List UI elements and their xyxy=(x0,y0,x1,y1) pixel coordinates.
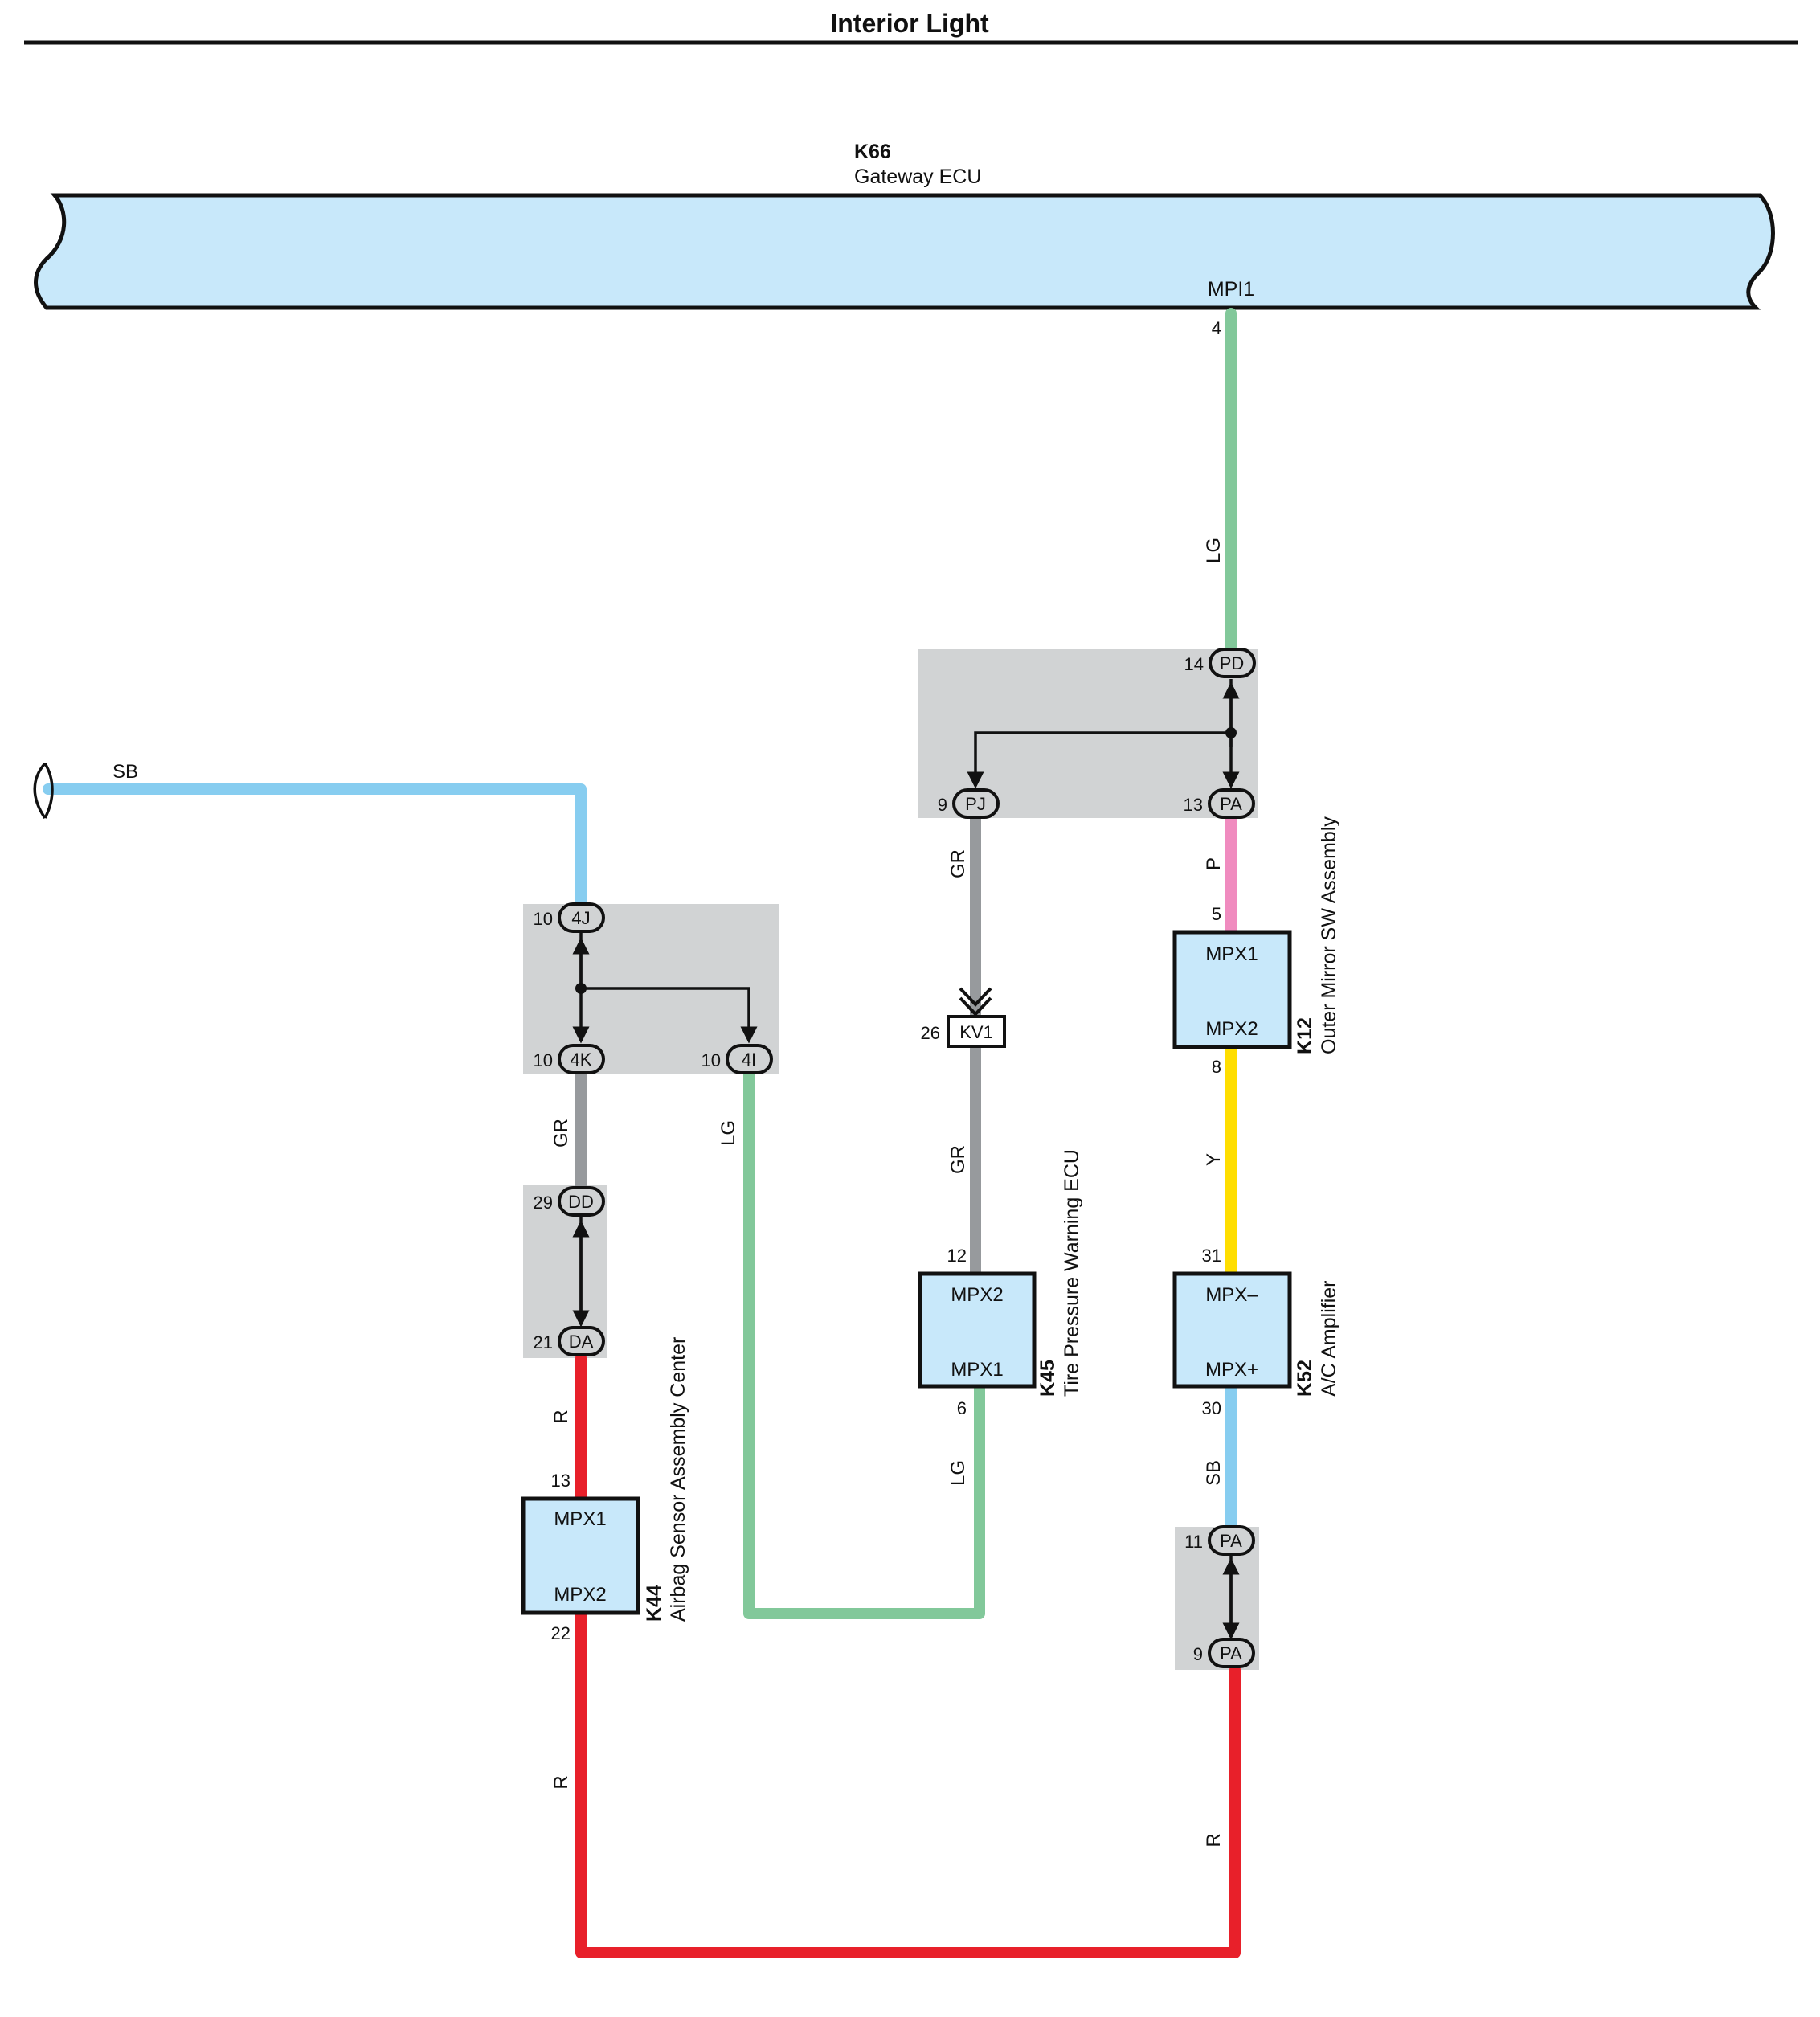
svg-text:Outer Mirror SW Assembly: Outer Mirror SW Assembly xyxy=(1318,816,1340,1054)
wire-label-sb-left: SB xyxy=(112,761,138,783)
connector-4j: 4J 10 xyxy=(534,902,605,933)
svg-text:MPX1: MPX1 xyxy=(1205,943,1258,965)
module-k12: MPX1 MPX2 5 8 K12 Outer Mirror SW Assemb… xyxy=(1172,816,1340,1077)
wire-r-bottom-loop xyxy=(575,1608,1241,1958)
connector-pa-13: PA 13 xyxy=(1184,788,1255,819)
svg-text:DD: DD xyxy=(568,1192,594,1212)
gateway-pin: 4 xyxy=(1212,318,1221,338)
wire-label-gr-pj: GR xyxy=(947,849,969,878)
wire-label-lg-k45: LG xyxy=(947,1460,969,1486)
svg-text:PJ: PJ xyxy=(965,794,986,814)
svg-text:MPX2: MPX2 xyxy=(951,1284,1003,1306)
wire-label-gr-4k: GR xyxy=(550,1119,572,1148)
svg-text:8: 8 xyxy=(1212,1057,1221,1077)
wire-label-r-right: R xyxy=(1203,1833,1225,1847)
connector-4k: 4K 10 xyxy=(534,1044,605,1074)
svg-text:30: 30 xyxy=(1202,1398,1221,1418)
svg-text:KV1: KV1 xyxy=(959,1022,993,1042)
module-k45: MPX2 MPX1 12 6 K45 Tire Pressure Warning… xyxy=(918,1149,1083,1418)
svg-text:9: 9 xyxy=(1193,1644,1203,1664)
connector-da: DA 21 xyxy=(534,1326,605,1356)
svg-text:4K: 4K xyxy=(571,1049,592,1070)
svg-text:PA: PA xyxy=(1220,1531,1242,1551)
svg-text:9: 9 xyxy=(938,795,947,815)
connector-4i: 4I 10 xyxy=(701,1044,773,1074)
svg-text:10: 10 xyxy=(534,1050,553,1070)
svg-text:11: 11 xyxy=(1184,1532,1203,1552)
svg-text:MPX1: MPX1 xyxy=(554,1508,606,1530)
connector-pd: PD 14 xyxy=(1184,648,1256,678)
connector-pa-11: PA 11 xyxy=(1184,1525,1255,1556)
svg-text:MPX–: MPX– xyxy=(1205,1284,1258,1306)
svg-text:PA: PA xyxy=(1220,1643,1242,1663)
svg-text:MPX+: MPX+ xyxy=(1205,1359,1258,1381)
gateway-ecu: K66 Gateway ECU MPI1 xyxy=(34,141,1775,310)
svg-text:4J: 4J xyxy=(571,908,590,928)
svg-text:22: 22 xyxy=(551,1623,571,1643)
svg-text:Airbag Sensor Assembly Center: Airbag Sensor Assembly Center xyxy=(667,1337,689,1622)
svg-text:13: 13 xyxy=(551,1471,571,1491)
svg-text:PA: PA xyxy=(1220,794,1242,814)
svg-text:K52: K52 xyxy=(1294,1360,1316,1397)
page-title: Interior Light xyxy=(830,9,989,38)
svg-text:6: 6 xyxy=(957,1398,967,1418)
svg-text:29: 29 xyxy=(534,1193,553,1213)
svg-text:MPX2: MPX2 xyxy=(554,1584,606,1606)
wire-label-p: P xyxy=(1203,857,1225,870)
wire-label-r-k44: R xyxy=(550,1775,572,1789)
svg-text:A/C Amplifier: A/C Amplifier xyxy=(1318,1281,1340,1397)
svg-text:13: 13 xyxy=(1184,795,1203,815)
svg-text:10: 10 xyxy=(534,909,553,929)
gateway-ecu-body xyxy=(34,193,1775,310)
svg-text:5: 5 xyxy=(1212,904,1221,924)
svg-text:31: 31 xyxy=(1202,1246,1221,1266)
connector-pj: PJ 9 xyxy=(938,788,1000,819)
splice-left xyxy=(572,932,758,1044)
connector-dd: DD 29 xyxy=(534,1186,605,1217)
svg-text:10: 10 xyxy=(701,1050,721,1070)
svg-text:DA: DA xyxy=(569,1332,594,1352)
svg-text:Tire Pressure Warning ECU: Tire Pressure Warning ECU xyxy=(1061,1149,1083,1397)
svg-text:26: 26 xyxy=(921,1023,940,1043)
svg-text:K12: K12 xyxy=(1294,1017,1316,1054)
splice-right xyxy=(967,679,1240,789)
module-k44: MPX1 MPX2 13 22 K44 Airbag Sensor Assemb… xyxy=(521,1337,689,1643)
connector-pa-9: PA 9 xyxy=(1193,1638,1255,1668)
svg-text:K45: K45 xyxy=(1037,1360,1059,1397)
wire-label-sb-right: SB xyxy=(1203,1460,1225,1486)
svg-text:14: 14 xyxy=(1184,654,1204,674)
svg-text:21: 21 xyxy=(534,1332,553,1352)
wire-label-r-da: R xyxy=(550,1409,572,1423)
wire-label-y: Y xyxy=(1203,1153,1225,1166)
wire-label-gr-kv1: GR xyxy=(947,1145,969,1174)
svg-text:MPX1: MPX1 xyxy=(951,1359,1003,1381)
gateway-ecu-id: K66 xyxy=(854,141,891,163)
svg-text:MPX2: MPX2 xyxy=(1205,1018,1258,1040)
wire-label-lg-top: LG xyxy=(1203,538,1225,563)
svg-text:K44: K44 xyxy=(643,1585,665,1622)
wire-lg-k45-4i xyxy=(743,1067,985,1619)
svg-text:PD: PD xyxy=(1220,653,1245,673)
module-k52: MPX– MPX+ 31 30 K52 A/C Amplifier xyxy=(1172,1246,1340,1418)
svg-text:4I: 4I xyxy=(742,1049,756,1070)
svg-text:12: 12 xyxy=(947,1246,967,1266)
wire-sb-left xyxy=(43,783,587,910)
wire-break-symbol xyxy=(33,762,54,819)
gateway-port-label: MPI1 xyxy=(1208,278,1254,301)
gateway-ecu-name: Gateway ECU xyxy=(854,166,981,188)
connector-kv1: KV1 26 xyxy=(921,987,1006,1048)
wire-label-lg-4i: LG xyxy=(718,1120,739,1146)
